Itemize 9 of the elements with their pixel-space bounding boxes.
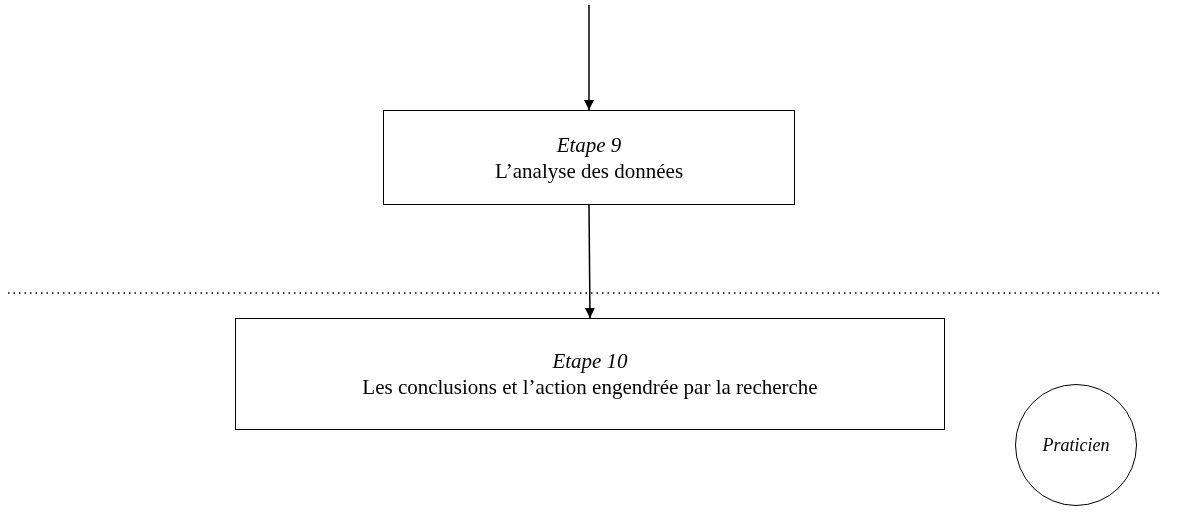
arrow [584, 204, 595, 319]
step-number: Etape 9 [556, 131, 622, 158]
process-box [235, 318, 945, 430]
step-title: Les conclusions et l’action engendrée par la recherche [362, 374, 818, 400]
step-title: L’analyse des données [494, 157, 684, 184]
step-number: Etape 10 [552, 348, 628, 374]
process-box [383, 110, 795, 205]
arrow [584, 4, 594, 111]
role-label: Praticien [1042, 434, 1110, 457]
